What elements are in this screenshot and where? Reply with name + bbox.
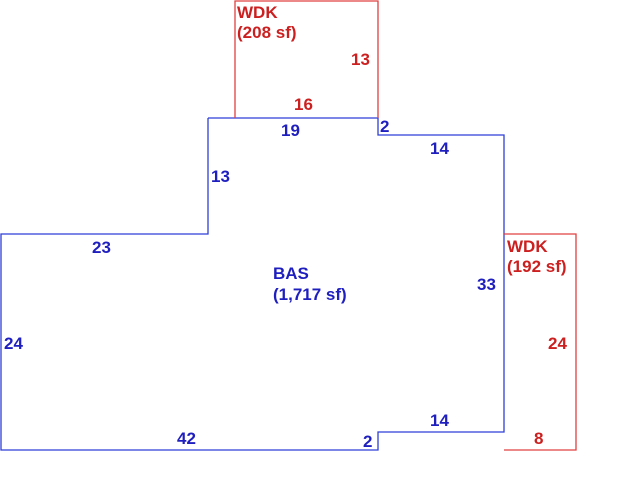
wdk-right-dim-bottom: 8 xyxy=(534,429,543,448)
wdk-right-dim-right: 24 xyxy=(548,334,567,353)
bas-dim-bottom-step: 2 xyxy=(363,432,372,451)
bas-size: (1,717 sf) xyxy=(273,285,347,304)
wdk-right-size: (192 sf) xyxy=(507,257,567,276)
bas-dim-left-upper: 23 xyxy=(92,238,111,257)
wdk-right-code: WDK xyxy=(507,237,548,256)
wdk-right-outline xyxy=(504,233,577,451)
bas-dim-top: 19 xyxy=(281,121,300,140)
wdk-top-dim-right: 13 xyxy=(351,50,370,69)
bas-code: BAS xyxy=(273,264,309,283)
bas-dim-left: 24 xyxy=(4,334,23,353)
wdk-top-size: (208 sf) xyxy=(237,23,297,42)
bas-dim-right-upper: 14 xyxy=(430,139,449,158)
wdk-top-dim-bottom: 16 xyxy=(294,95,313,114)
bas-dim-bottom: 42 xyxy=(177,429,196,448)
bas-outline xyxy=(0,117,505,451)
bas-dim-upper-left: 13 xyxy=(211,167,230,186)
wdk-top-outline xyxy=(234,0,379,118)
bas-dim-right: 33 xyxy=(477,275,496,294)
wdk-top-code: WDK xyxy=(237,3,278,22)
bas-dim-step-down: 2 xyxy=(380,117,389,136)
bas-dim-right-lower: 14 xyxy=(430,411,449,430)
